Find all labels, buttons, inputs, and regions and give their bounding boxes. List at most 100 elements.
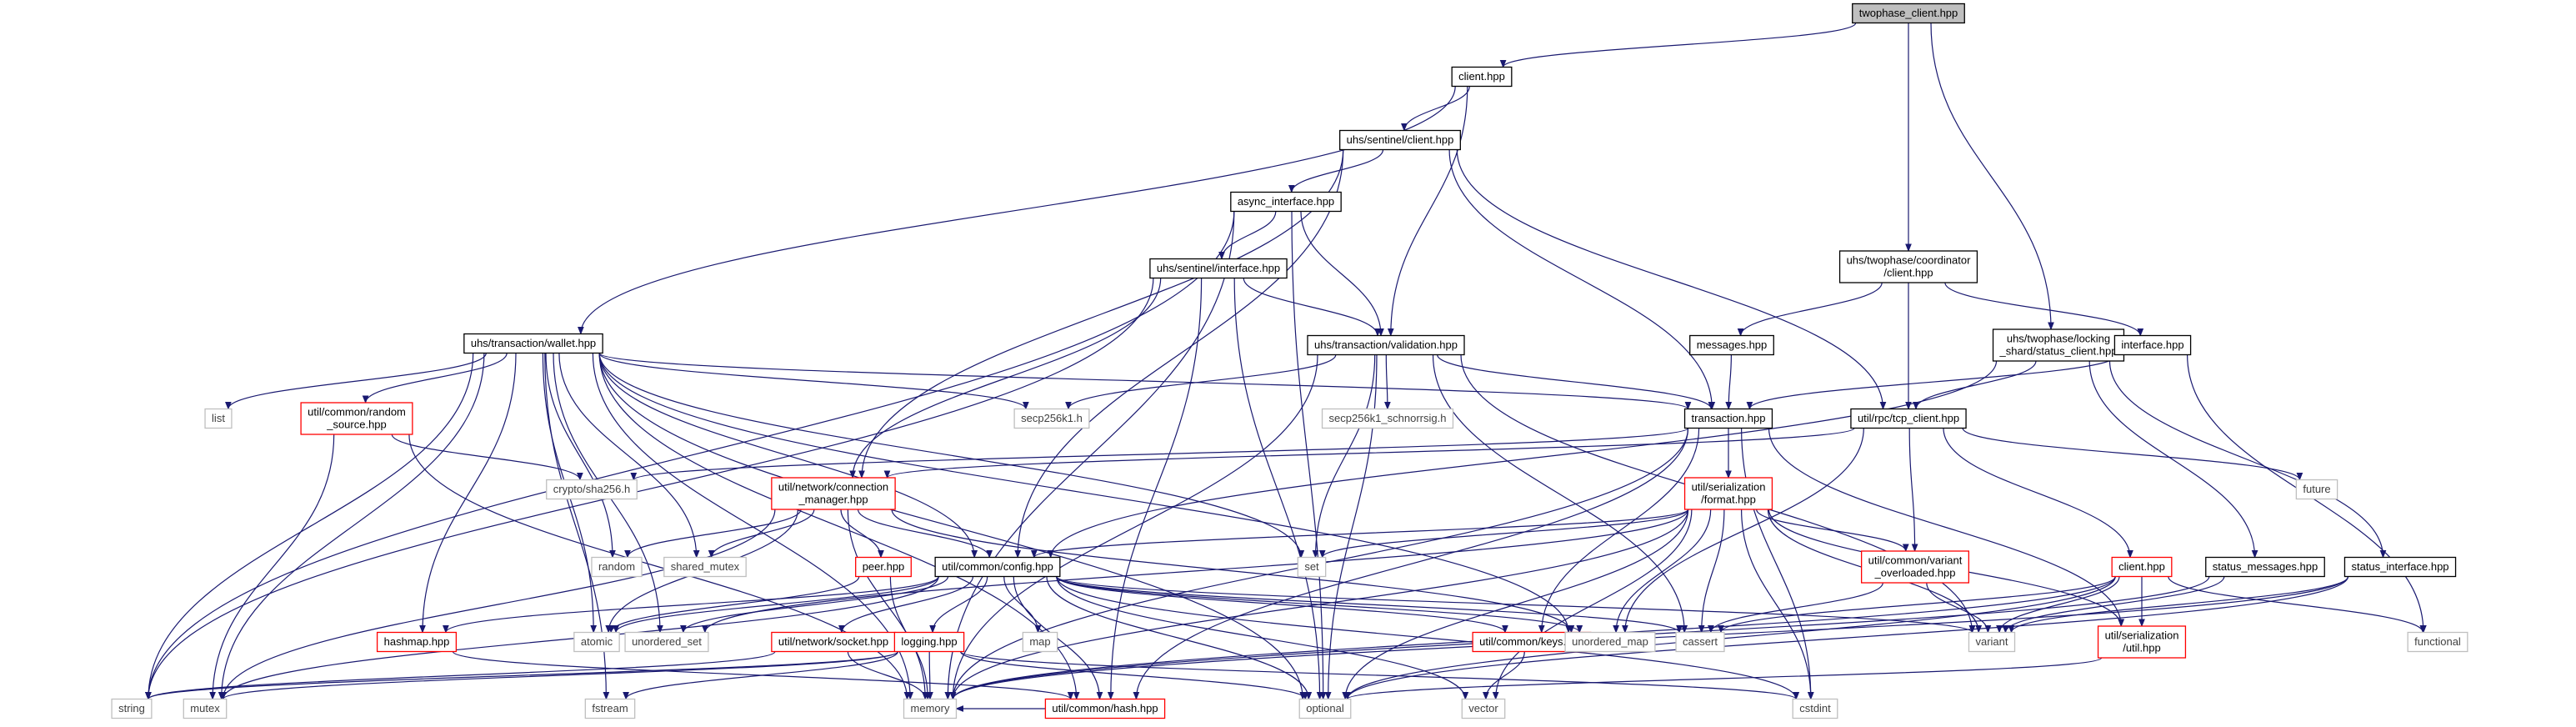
node-socket[interactable]: util/network/socket.hpp [771,631,896,653]
edge-socket-to-string [148,650,776,700]
node-box [1013,408,1090,429]
node-variant-overloaded[interactable]: util/common/variant_overloaded.hpp [1860,550,1970,584]
node-label: peer.hpp [863,560,905,573]
node-variant: variant [1968,631,2016,653]
edge-line [1391,86,1468,336]
node-label: mutex [190,702,220,714]
node-atomic: atomic [573,631,620,653]
edge-format-to-vector [1496,509,1693,699]
edge-line [948,211,1235,699]
edge-config-to-unordered-map [1056,575,1580,634]
edge-root-to-client-hpp [1503,22,1857,68]
node-label: util/common/keys.hpp [1479,635,1584,648]
edge-tcp-client-to-unordered-map [1625,428,1864,633]
edge-wallet-to-mutex [222,353,485,699]
node-box [584,698,636,719]
node-locking-status[interactable]: uhs/twophase/locking_shard/status_client… [1992,328,2125,362]
node-box [300,402,413,435]
node-label: secp256k1.h [1021,412,1083,424]
node-config[interactable]: util/common/config.hpp [934,556,1061,578]
node-tcp-client[interactable]: util/rpc/tcp_client.hpp [1850,408,1967,429]
node-label: fstream [592,702,628,714]
node-string: string [111,698,153,719]
edge-layer [148,22,2423,709]
edge-client-hpp2-to-variant [1999,576,2120,633]
edge-tcp-client-to-future [1962,428,2299,480]
node-interface-hpp[interactable]: interface.hpp [2113,334,2192,356]
node-async-interface[interactable]: async_interface.hpp [1230,191,1342,213]
node-validation[interactable]: uhs/transaction/validation.hpp [1307,334,1465,356]
edge-wallet-to-config [598,353,974,558]
node-unordered-set: unordered_set [624,631,709,653]
edge-line [1292,149,1384,193]
node-box [1339,129,1461,151]
node-box [2295,479,2338,500]
node-hash[interactable]: util/common/hash.hpp [1044,698,1166,719]
node-label: util/common/variant [1868,554,1963,567]
node-keys[interactable]: util/common/keys.hpp [1472,631,1592,653]
edge-line [1756,509,1906,552]
edge-line [1448,149,1712,409]
node-label: client.hpp [1458,70,1505,83]
edge-line [1243,278,1378,336]
edge-line [598,353,974,558]
node-box [2205,556,2325,578]
edge-random-source-to-memory [408,434,908,699]
node-conn-manager[interactable]: util/network/connection_manager.hpp [771,477,896,510]
node-label: unordered_set [632,635,702,648]
node-coordinator-client[interactable]: uhs/twophase/coordinator/client.hpp [1838,250,1978,283]
edge-line [929,651,930,699]
edge-line [2012,576,2349,633]
edge-wallet-to-string [148,353,474,699]
edge-line [2108,360,2383,558]
edge-line [842,576,974,633]
node-transaction[interactable]: transaction.hpp [1683,408,1773,429]
edge-client-hpp2-to-optional [1348,576,2116,699]
node-sentinel-client[interactable]: uhs/sentinel/client.hpp [1339,129,1461,151]
node-box [1297,556,1327,578]
node-wallet[interactable]: uhs/transaction/wallet.hpp [463,333,603,354]
node-sentinel-interface[interactable]: uhs/sentinel/interface.hpp [1149,258,1288,279]
edge-line [960,651,1306,699]
edge-conn-manager-to-peer [840,509,881,558]
node-label: atomic [581,635,613,648]
node-box [771,477,896,510]
node-hashmap[interactable]: hashmap.hpp [376,631,458,653]
edge-wallet-to-optional [598,353,1303,699]
edge-logging-to-fstream [626,651,898,699]
node-status-interface[interactable]: status_interface.hpp [2343,556,2457,578]
node-status-messages[interactable]: status_messages.hpp [2205,556,2325,578]
edge-line [1768,428,2122,627]
node-root[interactable]: twophase_client.hpp [1852,3,1965,24]
edge-keys-to-vector [1486,651,1525,699]
edge-line [1542,428,1700,633]
node-peer[interactable]: peer.hpp [855,556,912,578]
node-sha256: crypto/sha256.h [546,479,638,500]
edge-line [446,576,939,633]
edge-sentinel-interface-to-hash [1111,278,1203,699]
edge-config-to-keys [1056,576,1505,633]
node-box [1683,477,1773,510]
edge-line [960,650,1797,700]
edge-line [1046,576,1308,699]
edge-sentinel-interface-to-optional [1233,278,1319,699]
node-logging[interactable]: logging.hpp [893,631,965,653]
edge-line [616,576,939,633]
node-format[interactable]: util/serialization/format.hpp [1683,477,1773,510]
edge-format-to-variant-overloaded [1756,509,1906,552]
edge-line [2088,360,2254,558]
node-ser-util[interactable]: util/serialization/util.hpp [2097,625,2187,659]
edge-line [1111,278,1203,699]
node-client-hpp[interactable]: client.hpp [1451,66,1513,88]
edge-locking-status-to-status-interface [2108,360,2383,558]
edge-line [1741,509,1811,699]
node-box [1675,631,1725,653]
node-random-source[interactable]: util/common/random_source.hpp [300,402,413,435]
edge-status-messages-to-variant [2005,576,2225,633]
node-label: util/serialization [1692,481,1766,494]
edge-line [391,434,580,480]
edge-line [1323,509,1689,558]
node-client-hpp2[interactable]: client.hpp [2111,556,2173,578]
node-messages[interactable]: messages.hpp [1689,334,1774,356]
node-label: status_messages.hpp [2213,560,2318,573]
